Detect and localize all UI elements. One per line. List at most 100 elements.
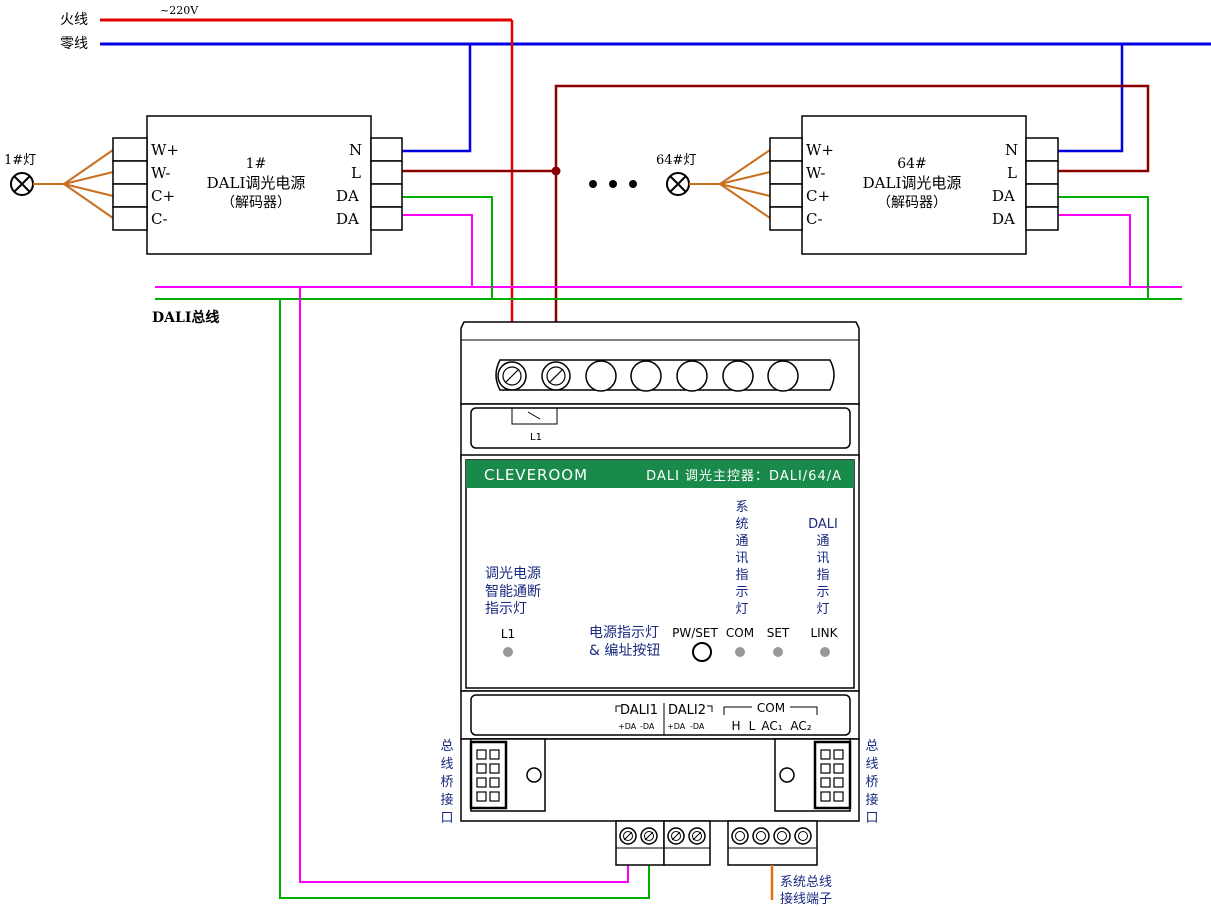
svg-text:通: 通 [816, 534, 829, 549]
terminal-label: C+ [806, 187, 830, 205]
terminal-socket [722, 360, 754, 392]
svg-text:接: 接 [865, 792, 878, 808]
svg-text:桥: 桥 [865, 775, 878, 790]
dali-minus-to-controller [279, 299, 650, 899]
dali-controller: L1 CLEVEROOM DALI 调光主控器：DALI/64/A 调光电源 智… [440, 321, 879, 907]
terminal-label: C- [806, 210, 823, 228]
bus-bridge-connector-left[interactable] [469, 740, 508, 810]
terminal-socket [585, 360, 617, 392]
driver-1-number: 1# [246, 156, 267, 172]
driver-64-title: DALI调光电源 [863, 174, 962, 192]
svg-text:总: 总 [440, 739, 453, 754]
dali-bus-label: DALI总线 [152, 309, 219, 326]
pwset-button[interactable] [692, 642, 712, 662]
ellipsis-dot [609, 180, 617, 188]
neutral-wire-driver64 [1058, 44, 1124, 153]
svg-text:讯: 讯 [816, 551, 829, 566]
neutral-wire-driver1 [402, 44, 472, 153]
svg-text:接: 接 [440, 792, 453, 808]
terminal-socket [767, 360, 799, 392]
driver-64-subtitle: （解码器） [877, 195, 947, 211]
da-wire-driver64-b [1058, 214, 1131, 287]
svg-text:讯: 讯 [735, 551, 748, 566]
set-led-label: SET [767, 626, 790, 640]
link-led [820, 647, 830, 657]
driver-64: 64#灯 W+ W- C+ C- N L DA DA 64# DALI调光电源 [656, 115, 1059, 255]
svg-text:指: 指 [735, 568, 748, 583]
lamp-1-wires [33, 149, 114, 219]
dali1-plus-label: +DA [618, 722, 637, 731]
relay-window [470, 407, 851, 449]
power-indicator-label: 电源指示灯 [589, 625, 659, 641]
com-led-label: COM [726, 626, 754, 640]
bus-bridge-right-label: 总 线 桥 接 口 [865, 739, 878, 826]
dali2-terminal-block[interactable] [663, 820, 711, 866]
terminal-label: DA [336, 210, 359, 228]
dali2-minus-label: -DA [690, 722, 705, 731]
brand-logo: CLEVEROOM [484, 466, 588, 484]
controller-model: DALI 调光主控器：DALI/64/A [646, 469, 842, 484]
com-pin-label: L [749, 719, 756, 733]
driver-1-body [146, 115, 372, 255]
svg-text:通: 通 [735, 534, 748, 549]
l1-led-label: L1 [501, 627, 515, 641]
dimmer-status-label: 调光电源 智能通断 指示灯 [485, 566, 541, 617]
svg-text:指示灯: 指示灯 [485, 601, 527, 617]
driver-64-body [801, 115, 1027, 255]
svg-text:线: 线 [865, 757, 878, 772]
ellipsis-dot [589, 180, 597, 188]
da-wire-driver64-a [1058, 196, 1149, 299]
com-pin-label: AC₁ [761, 719, 782, 733]
svg-text:灯: 灯 [816, 602, 829, 617]
svg-text:口: 口 [440, 811, 453, 826]
terminal-label: N [1005, 141, 1018, 159]
system-bus-terminal-label-2: 接线端子 [780, 891, 832, 907]
da-wire-driver1-b [402, 214, 473, 287]
terminal-label: C+ [151, 187, 175, 205]
terminal-label: N [349, 141, 362, 159]
link-led-label: LINK [810, 626, 838, 640]
driver-1: 1#灯 W+ W- C+ C- N L DA DA 1# [4, 115, 403, 255]
dali1-minus-label: -DA [640, 722, 655, 731]
lamp-64-wires [689, 149, 771, 219]
set-led [773, 647, 783, 657]
pwset-label: PW/SET [672, 626, 718, 640]
svg-text:DALI: DALI [808, 517, 838, 532]
terminal-label: L [1007, 164, 1017, 182]
com-terminal-block[interactable] [727, 820, 818, 866]
relay-label: L1 [530, 432, 542, 443]
svg-text:智能通断: 智能通断 [485, 584, 541, 600]
com-led [735, 647, 745, 657]
terminal-label: W+ [806, 141, 834, 159]
system-bus-terminal-label: 系统总线 [780, 875, 832, 890]
lamp-1-icon [10, 172, 34, 196]
address-button-label: & 编址按钮 [589, 643, 660, 659]
svg-text:示: 示 [816, 585, 829, 600]
voltage-label: ~220V [160, 4, 199, 17]
terminal-label: L [351, 164, 361, 182]
terminal-socket [630, 360, 662, 392]
junction-dot [551, 166, 561, 176]
com-bottom-label: COM [757, 701, 785, 715]
da-wire-driver1-a [402, 196, 493, 299]
lamp-64-label: 64#灯 [656, 153, 696, 168]
ellipsis-dot [629, 180, 637, 188]
svg-text:指: 指 [816, 568, 829, 583]
lamp-1-label: 1#灯 [4, 153, 36, 168]
terminal-label: DA [992, 187, 1015, 205]
bus-bridge-connector-right[interactable] [813, 740, 852, 810]
terminal-label: W- [151, 164, 170, 182]
driver-1-title: DALI调光电源 [207, 174, 306, 192]
driver-1-subtitle: （解码器） [221, 195, 291, 211]
terminal-label: W+ [151, 141, 179, 159]
terminal-label: DA [992, 210, 1015, 228]
live-label: 火线 [60, 12, 88, 28]
com-pin-label: AC₂ [790, 719, 811, 733]
neutral-label: 零线 [60, 36, 88, 52]
svg-text:桥: 桥 [440, 775, 453, 790]
dali-comm-indicator-label: DALI 通 讯 指 示 灯 [808, 517, 838, 617]
dali1-terminal-block[interactable] [615, 820, 665, 866]
dali1-label: DALI1 [620, 703, 658, 718]
